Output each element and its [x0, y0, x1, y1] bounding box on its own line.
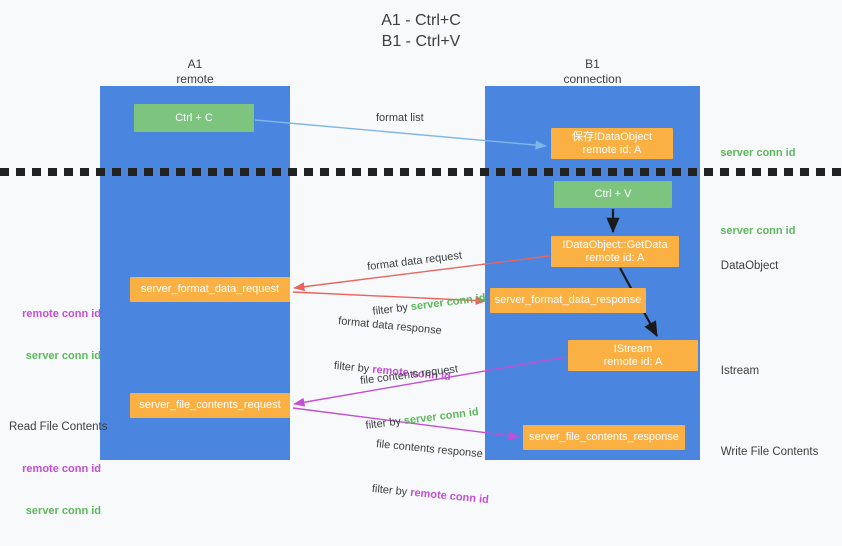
arrow-label-filter: filter by remote conn id — [371, 482, 489, 508]
arrow-label-line1: file contents request — [359, 363, 459, 388]
node-server-format-data-request[interactable]: server_format_data_request — [130, 277, 290, 302]
node-server-file-contents-request[interactable]: server_file_contents_request — [130, 393, 290, 418]
diagram-canvas: A1 - Ctrl+C B1 - Ctrl+V A1 remote B1 con… — [0, 12, 842, 517]
node-ctrl-v[interactable]: Ctrl + V — [554, 181, 672, 208]
note-dataobject: DataObject — [708, 245, 779, 287]
note-server-conn-id: server conn id — [25, 505, 101, 517]
arrow-label-format-list: format list — [376, 112, 424, 124]
note-read-file-contents: Read File Contents remote conn id server… — [9, 392, 108, 546]
node-server-file-contents-response[interactable]: server_file_contents_response — [523, 425, 685, 450]
note-server-conn-id-mid: server conn id — [708, 210, 795, 252]
note-istream: Istream — [708, 350, 759, 392]
note-conn-ids-middle: remote conn id server conn id — [9, 279, 101, 391]
column-header-a1: A1 remote — [176, 57, 214, 86]
node-idataobject-getdata[interactable]: IDataObject::GetData remote id: A — [551, 236, 679, 267]
note-text: Istream — [720, 365, 760, 377]
note-text: DataObject — [720, 260, 779, 272]
note-text: server conn id — [720, 147, 796, 159]
node-idataobject[interactable]: 保存IDataObject remote id: A — [551, 128, 673, 159]
note-heading: Read File Contents — [9, 421, 108, 433]
node-server-format-data-response[interactable]: server_format_data_response — [490, 288, 646, 313]
arrow-label-file-contents-response: file contents response filter by remote … — [368, 407, 496, 538]
note-remote-conn-id: remote conn id — [22, 463, 101, 475]
arrow-label-line1: file contents response — [375, 438, 484, 461]
page-title: A1 - Ctrl+C B1 - Ctrl+V — [381, 12, 461, 50]
note-text: server conn id — [720, 225, 796, 237]
note-server-conn-id: server conn id — [25, 350, 101, 362]
note-text: Write File Contents — [720, 446, 819, 458]
note-write-file-contents: Write File Contents — [708, 431, 819, 473]
filter-value-remote-conn-id: remote conn id — [409, 486, 490, 507]
note-server-conn-id-top: server conn id — [708, 132, 795, 174]
phase-divider-dashed-line — [0, 168, 842, 176]
note-remote-conn-id: remote conn id — [22, 308, 101, 320]
arrow-label-line1: format data request — [366, 249, 463, 274]
filter-prefix: filter by — [371, 482, 411, 499]
node-istream[interactable]: IStream remote id: A — [568, 340, 698, 371]
column-header-b1: B1 connection — [563, 57, 622, 86]
node-ctrl-c[interactable]: Ctrl + C — [134, 104, 254, 132]
